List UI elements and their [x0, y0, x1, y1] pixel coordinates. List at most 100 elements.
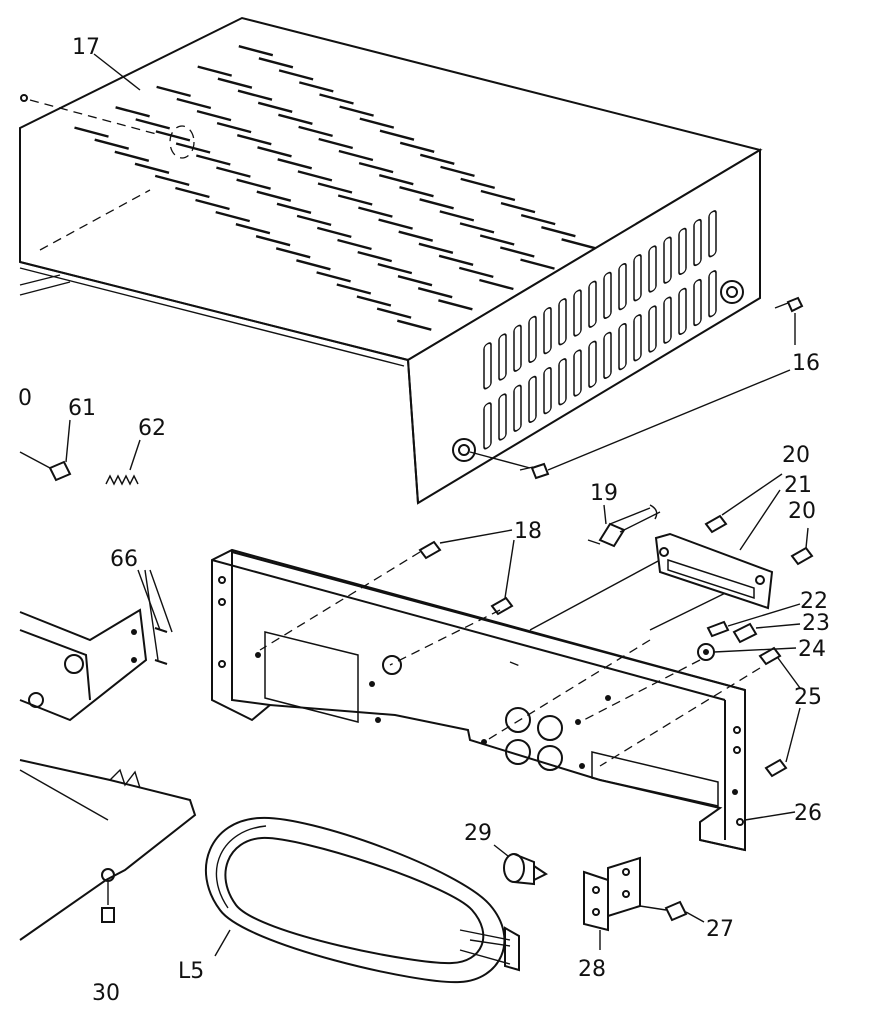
- washer-24: [697, 643, 797, 661]
- side-vent-slot: [558, 298, 567, 346]
- spring-62: [105, 439, 141, 486]
- vent-slot: [297, 170, 333, 182]
- side-vent-slot: [498, 333, 507, 381]
- vent-slot: [378, 174, 414, 186]
- screw-16: [469, 296, 804, 480]
- vent-slot: [359, 117, 395, 129]
- vent-slot: [195, 154, 231, 166]
- vent-slot: [176, 97, 212, 110]
- bracket-28: [583, 856, 641, 950]
- vent-slot: [195, 198, 230, 211]
- label-16: 16: [792, 351, 820, 376]
- screw-30: [101, 907, 115, 923]
- vent-slot: [114, 150, 150, 162]
- top-cover-vent-slots: [74, 45, 596, 331]
- vent-slot: [458, 266, 494, 279]
- vent-slot: [336, 283, 372, 295]
- side-vent-slot: [693, 218, 702, 267]
- side-vent-slot: [663, 236, 672, 284]
- vent-slot: [459, 222, 495, 234]
- screws-20: [704, 473, 814, 566]
- label-20-top: 20: [782, 443, 810, 468]
- label-22: 22: [800, 589, 828, 614]
- vent-slot: [275, 247, 311, 259]
- vent-slot: [257, 146, 292, 158]
- label-62: 62: [138, 416, 166, 441]
- vent-slot: [520, 213, 556, 226]
- vent-slot: [196, 109, 232, 122]
- label-24: 24: [798, 637, 826, 662]
- vent-slot: [258, 57, 294, 69]
- vent-slot: [197, 65, 233, 77]
- label-17: 17: [72, 35, 100, 60]
- bottom-board: [19, 759, 197, 941]
- side-vent-slot: [678, 287, 687, 335]
- vent-slot: [238, 45, 274, 57]
- vent-slot: [499, 246, 535, 258]
- side-vent-slot: [708, 270, 717, 318]
- vent-slot: [237, 89, 273, 101]
- side-vent-slot: [588, 280, 597, 328]
- side-vent-slot: [573, 289, 582, 337]
- vent-slot: [318, 137, 354, 150]
- side-vent-slot: [513, 324, 522, 372]
- vent-slot: [175, 186, 210, 199]
- vent-slot: [376, 307, 412, 319]
- side-vent-slot: [543, 366, 552, 415]
- label-28: 28: [578, 957, 606, 982]
- label-66: 66: [110, 547, 138, 572]
- vent-slot: [460, 177, 496, 190]
- vent-slot: [217, 77, 253, 89]
- side-vent-slot: [528, 315, 537, 363]
- screws-25: [758, 646, 801, 778]
- vent-slot: [135, 118, 171, 130]
- vent-slot: [396, 319, 432, 331]
- vent-slot: [397, 275, 433, 287]
- vent-slot: [94, 138, 130, 150]
- screws-66: [137, 569, 173, 661]
- vent-slot: [316, 271, 351, 283]
- vent-slot: [479, 234, 515, 246]
- coil-L5: [204, 816, 520, 984]
- vent-slot: [479, 278, 514, 291]
- vent-slot: [296, 259, 331, 271]
- side-vent-slot: [543, 306, 552, 355]
- side-vent-slot: [663, 296, 672, 344]
- vent-slot: [276, 202, 312, 214]
- label-25: 25: [794, 685, 822, 710]
- label-30: 30: [92, 981, 120, 1006]
- vent-slot: [561, 238, 596, 250]
- vent-slot: [358, 161, 394, 174]
- vent-slot: [541, 226, 576, 238]
- side-vent-slot: [648, 305, 657, 353]
- part-labels: 17 16 0 61 62 66 18 19 20 21 20 22 23 24…: [18, 35, 830, 1006]
- vent-slot: [339, 105, 374, 117]
- side-vent-slot: [513, 384, 522, 432]
- vent-slot: [337, 194, 373, 206]
- side-vent-slot: [693, 278, 702, 327]
- label-20-bottom: 20: [788, 499, 816, 524]
- front-panel-26: [211, 548, 746, 852]
- vent-slot: [500, 201, 536, 214]
- side-vent-slot: [483, 342, 492, 390]
- screws-18: [418, 529, 515, 616]
- vent-slot: [438, 299, 473, 311]
- vent-slot: [438, 254, 474, 266]
- label-21: 21: [784, 473, 812, 498]
- vent-slot: [255, 235, 291, 247]
- vent-slot: [439, 210, 475, 222]
- label-23: 23: [802, 611, 830, 636]
- label-19: 19: [590, 481, 618, 506]
- vent-slot: [74, 126, 109, 138]
- side-vent-slot: [528, 375, 537, 423]
- vent-slot: [399, 186, 434, 198]
- top-cover-17: [19, 16, 763, 505]
- vent-slot: [115, 106, 150, 118]
- vent-slot: [296, 214, 332, 227]
- vent-slot: [278, 69, 314, 81]
- vent-slot: [520, 258, 555, 270]
- side-vent-slot: [633, 314, 642, 362]
- side-vent-slot: [603, 271, 612, 319]
- vent-slot: [216, 121, 252, 134]
- label-0: 0: [18, 386, 32, 411]
